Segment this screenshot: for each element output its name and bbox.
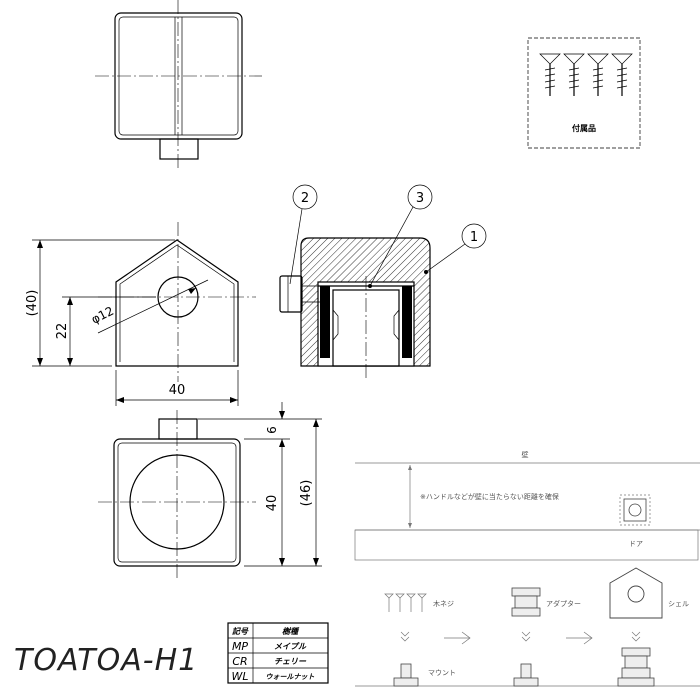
chevron-down-icon: [521, 631, 531, 642]
table-cell-wood: ウォールナット: [266, 673, 315, 681]
screw-icon: [587, 53, 609, 96]
chevron-down-icon: [400, 631, 410, 642]
dim-hole-height: 22: [55, 323, 70, 340]
screw-icon: [539, 53, 561, 96]
table-header-code: 記号: [232, 627, 249, 636]
install-note: ※ハンドルなどが壁に当たらない距離を確保: [420, 492, 559, 501]
bottom-view: 6 40 (46): [98, 402, 322, 580]
balloon-2: 2: [301, 191, 309, 206]
table-cell-wood: チェリー: [274, 657, 307, 666]
table-cell-code: CR: [232, 655, 247, 668]
balloon-1: 1: [470, 230, 478, 245]
dim-hole-diameter: φ12: [89, 304, 116, 327]
balloon-3: 3: [416, 191, 424, 206]
top-view: [95, 0, 262, 168]
finish-table: 記号 樹種 MP メイプル CR チェリー WL ウォールナット: [227, 622, 329, 684]
install-diagram: 壁 ※ハンドルなどが壁に当たらない距離を確保 ドア 木ネジ アダプター シェル: [354, 450, 700, 687]
assembled-icon: [617, 647, 655, 687]
table-cell-code: MP: [232, 640, 248, 653]
wood-screws-icon: [384, 593, 427, 612]
dim-width: 40: [169, 383, 186, 398]
mount-icon: [393, 663, 419, 687]
accessory-box: 付属品: [527, 37, 641, 149]
table-cell-code: WL: [231, 670, 248, 683]
screw-icon: [611, 53, 633, 96]
accessory-label: 付属品: [572, 123, 596, 133]
adapter-label: アダプター: [546, 599, 581, 608]
screw-icon: [563, 53, 585, 96]
dim-depth-total: (46): [299, 480, 314, 507]
section-view: 2 3 1: [279, 184, 487, 378]
adapter-icon: [511, 587, 541, 617]
wall-label: 壁: [522, 450, 529, 459]
front-view: (40) 22 φ12 40: [25, 222, 256, 406]
mount-icon: [513, 663, 539, 687]
door-label: ドア: [629, 540, 643, 548]
arrow-right-icon: [566, 631, 593, 645]
wood-screw-label: 木ネジ: [433, 599, 454, 608]
table-cell-wood: メイプル: [274, 642, 307, 651]
dim-tab-depth: 6: [265, 426, 279, 434]
dim-height-total: (40): [25, 290, 40, 317]
chevron-down-icon: [631, 631, 641, 642]
mount-label: マウント: [428, 669, 456, 677]
dim-body-depth: 40: [265, 495, 280, 512]
shell-icon: [609, 567, 663, 619]
arrow-right-icon: [444, 631, 471, 645]
shell-label: シェル: [668, 600, 689, 608]
model-code: TOATOA-H1: [14, 643, 198, 678]
table-header-wood: 樹種: [282, 627, 300, 636]
